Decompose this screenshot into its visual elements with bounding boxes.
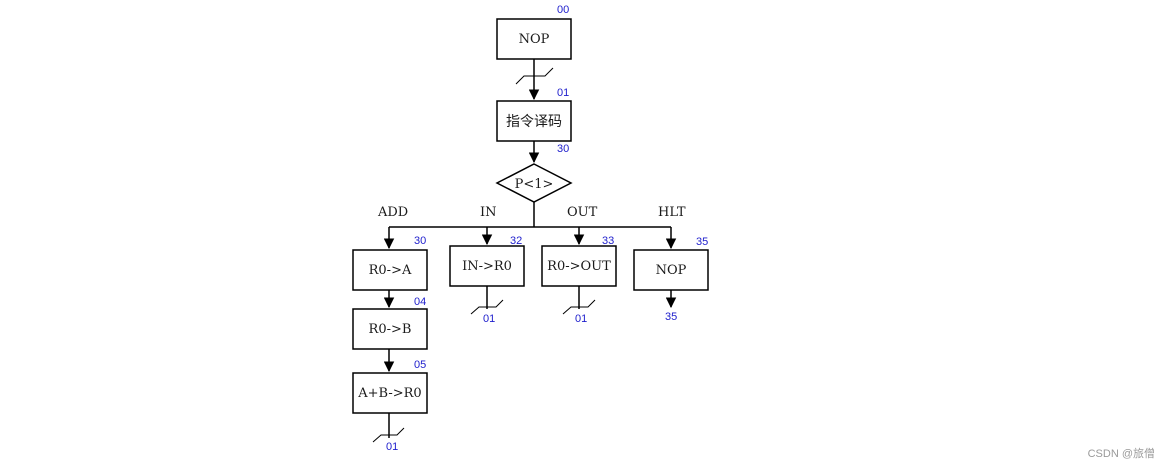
add-step1-address: 30: [414, 235, 426, 247]
decode-node: 指令译码: [496, 100, 572, 142]
add-step1-node: R0->A: [352, 249, 428, 291]
branch-label-hlt: HLT: [658, 205, 686, 220]
add-return-address: 01: [386, 441, 398, 453]
hlt-loop-address: 35: [665, 311, 677, 323]
out-node: R0->OUT: [541, 245, 617, 287]
test-label: P<1>: [515, 177, 554, 192]
out-clock-tick: [562, 299, 596, 315]
add-clock-tick: [372, 427, 405, 443]
in-address: 32: [510, 235, 522, 247]
in-label: IN->R0: [462, 259, 512, 274]
branch-label-add: ADD: [377, 205, 408, 220]
out-return-address: 01: [575, 313, 587, 325]
nop-start-label: NOP: [519, 32, 550, 47]
test-decision-node: P<1>: [495, 163, 573, 203]
decode-next-address: 30: [557, 143, 569, 155]
in-node: IN->R0: [449, 245, 525, 287]
add-step3-address: 05: [414, 359, 426, 371]
decode-address: 01: [557, 87, 569, 99]
add-step3-node: A+B->R0: [352, 372, 428, 414]
branch-label-in: IN: [480, 205, 497, 220]
nop-start-address: 00: [557, 4, 569, 16]
add-step2-label: R0->B: [369, 322, 412, 337]
clock-tick-symbol: [515, 67, 554, 85]
hlt-node: NOP: [633, 249, 709, 291]
in-clock-tick: [470, 299, 504, 315]
in-return-address: 01: [483, 313, 495, 325]
out-label: R0->OUT: [547, 259, 611, 274]
hlt-label: NOP: [656, 263, 687, 278]
branch-label-out: OUT: [567, 205, 598, 220]
csdn-watermark: CSDN @旅僧: [1087, 448, 1155, 460]
add-step1-label: R0->A: [369, 263, 412, 278]
add-step2-address: 04: [414, 296, 426, 308]
hlt-address: 35: [696, 236, 708, 248]
nop-start-node: NOP: [496, 18, 572, 60]
decode-label: 指令译码: [506, 114, 562, 130]
out-address: 33: [602, 235, 614, 247]
add-step2-node: R0->B: [352, 308, 428, 350]
add-step3-label: A+B->R0: [357, 386, 421, 401]
